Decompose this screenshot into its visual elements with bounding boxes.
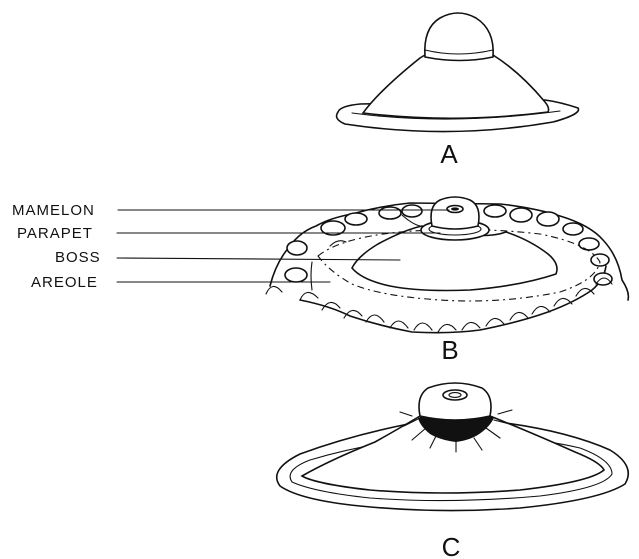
label-boss: BOSS — [55, 249, 101, 266]
granule — [402, 205, 422, 217]
label-parapet: PARAPET — [17, 225, 93, 242]
granule — [287, 241, 307, 255]
figure-a-letter: A — [440, 139, 458, 169]
granule — [579, 238, 599, 250]
figure-b-letter: B — [441, 335, 458, 365]
granule — [537, 212, 559, 226]
label-areole: AREOLE — [31, 274, 98, 291]
granule — [563, 223, 583, 235]
figure-b-rib — [311, 262, 312, 290]
figure-b: MAMELON PARAPET BOSS AREOLE B — [12, 197, 628, 365]
figure-c-mamelon-pore — [443, 390, 467, 400]
granule — [510, 208, 532, 222]
figure-a-mamelon — [425, 13, 493, 61]
figure-a: A — [337, 13, 579, 169]
figure-c-mamelon — [419, 383, 491, 420]
figure-b-mamelon-pore-dark — [451, 207, 459, 210]
granule — [285, 268, 307, 282]
figure-a-boss — [363, 55, 549, 118]
granule — [484, 205, 506, 217]
granule — [591, 254, 609, 266]
figure-c: C — [277, 383, 629, 559]
figure-c-letter: C — [442, 532, 461, 559]
granule — [345, 213, 367, 225]
label-mamelon: MAMELON — [12, 202, 95, 219]
granule — [379, 207, 401, 219]
